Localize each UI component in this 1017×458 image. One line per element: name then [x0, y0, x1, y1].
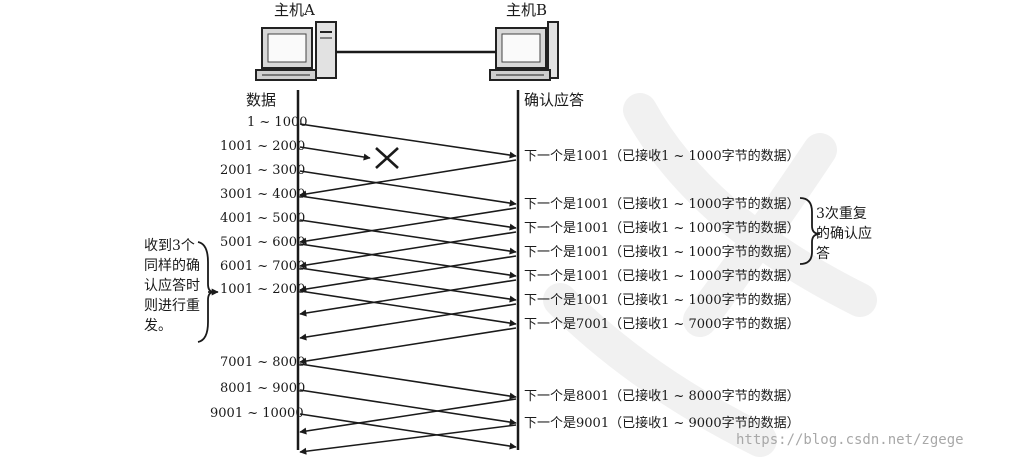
ack-label: 下一个是1001（已接收1 ~ 1000字节的数据）	[524, 221, 800, 236]
segment-label: 3001 ~ 4000	[220, 187, 306, 202]
retransmit-note: 收到3个同样的确认应答时则进行重发。	[144, 238, 200, 334]
segment-arrow-6	[299, 243, 517, 279]
ack-arrows	[299, 159, 517, 455]
segment-label: 4001 ~ 5000	[220, 211, 306, 226]
segment-arrow-5	[299, 219, 517, 255]
ack-label: 下一个是1001（已接收1 ~ 1000字节的数据）	[524, 245, 800, 260]
lost-packet-x-icon	[375, 147, 399, 169]
ack-arrow-9	[299, 424, 517, 455]
segment-arrow-7	[299, 267, 517, 303]
host-a-computer-icon	[255, 21, 337, 81]
ack-label: 下一个是9001（已接收1 ~ 9000字节的数据）	[524, 416, 800, 431]
triple-ack-brace	[799, 197, 821, 265]
segment-arrow-8	[299, 363, 517, 400]
segment-label: 1001 ~ 2000	[220, 139, 306, 154]
ack-arrow-7	[299, 327, 517, 365]
ack-label: 下一个是1001（已接收1 ~ 1000字节的数据）	[524, 197, 800, 212]
triple-ack-note: 3次重复的确认应答	[816, 206, 872, 262]
watermark-url: https://blog.csdn.net/zgege	[736, 432, 964, 448]
ack-arrow-4	[299, 255, 517, 293]
ack-arrow-1	[299, 159, 517, 198]
segment-label: 6001 ~ 7000	[220, 259, 306, 274]
ack-label: 下一个是8001（已接收1 ~ 8000字节的数据）	[524, 389, 800, 404]
segment-arrow-9	[299, 389, 517, 426]
ack-arrow-8	[299, 398, 517, 435]
segment-label: 5001 ~ 6000	[220, 235, 306, 250]
ack-arrow-2	[299, 207, 517, 245]
background-watermark-strokes	[543, 93, 877, 457]
segment-label: 2001 ~ 3000	[220, 163, 306, 178]
ack-label: 下一个是7001（已接收1 ~ 7000字节的数据）	[524, 317, 800, 332]
ack-arrow-6	[299, 303, 517, 341]
data-segment-arrows	[299, 123, 517, 450]
segment-arrow-2-lost	[299, 146, 371, 161]
segment-arrow-4	[299, 195, 517, 231]
ack-arrow-5	[299, 279, 517, 317]
segment-label: 8001 ~ 9000	[220, 381, 306, 396]
segment-arrow-10	[299, 413, 517, 450]
segment-arrow-1	[299, 123, 517, 159]
ack-label: 下一个是1001（已接收1 ~ 1000字节的数据）	[524, 149, 800, 164]
host-b-computer-icon	[489, 21, 559, 81]
data-column-header: 数据	[246, 91, 277, 109]
host-b-label: 主机B	[506, 1, 548, 19]
segment-label-retransmit: 1001 ~ 2000	[220, 282, 306, 297]
segment-label: 1 ~ 1000	[247, 115, 308, 130]
ack-label: 下一个是1001（已接收1 ~ 1000字节的数据）	[524, 269, 800, 284]
segment-arrow-3	[299, 170, 517, 207]
segment-arrow-retransmit	[299, 290, 517, 327]
segment-label: 7001 ~ 8000	[220, 355, 306, 370]
ack-label: 下一个是1001（已接收1 ~ 1000字节的数据）	[524, 293, 800, 308]
ack-arrow-3	[299, 231, 517, 269]
host-a-label: 主机A	[274, 1, 315, 19]
segment-label: 9001 ~ 10000	[210, 406, 304, 421]
ack-column-header: 确认应答	[524, 91, 585, 109]
